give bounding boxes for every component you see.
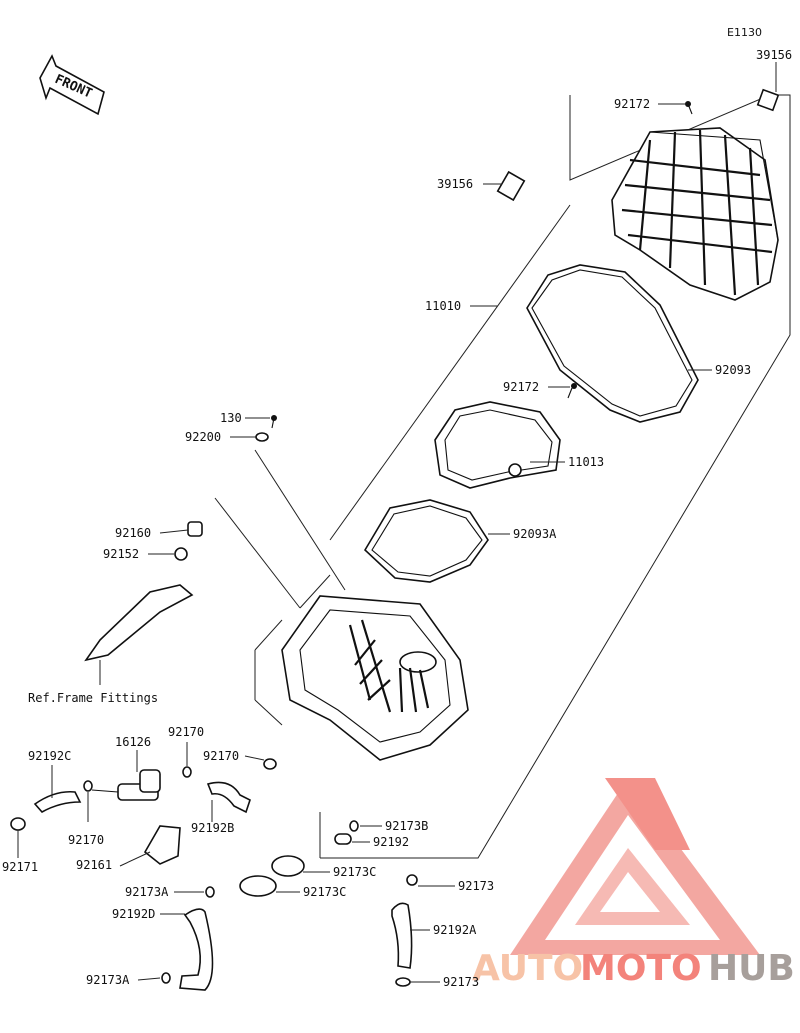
- gasket-92093: [526, 264, 699, 423]
- clamp-92173C-b: [239, 875, 277, 897]
- pad-39156-top: [756, 88, 780, 112]
- air-cleaner-cover: [611, 127, 779, 301]
- label-92093A: 92093A: [513, 527, 557, 541]
- label-39156-top: 39156: [756, 48, 792, 62]
- clamp-92173A-a: [205, 886, 215, 898]
- label-92173B: 92173B: [385, 819, 428, 833]
- label-92161: 92161: [76, 858, 112, 872]
- label-92192: 92192: [373, 835, 409, 849]
- label-92172-mid: 92172: [503, 380, 539, 394]
- watermark-hub: HUB: [708, 948, 795, 989]
- label-92192A: 92192A: [433, 923, 477, 937]
- frame-bracket: [84, 584, 194, 662]
- label-92173: 92173: [458, 879, 494, 893]
- hose-92192B: [206, 781, 251, 814]
- gasket-92093A: [363, 499, 489, 583]
- plug-92192: [334, 833, 352, 845]
- washer-92200: [255, 432, 269, 442]
- clamp-92173-b: [395, 977, 411, 987]
- ref-frame-note: Ref.Frame Fittings: [28, 691, 158, 705]
- hose-92192D: [179, 908, 214, 991]
- diagram-code: E1130: [727, 26, 762, 39]
- label-92152: 92152: [103, 547, 139, 561]
- label-92173-b: 92173: [443, 975, 479, 989]
- label-92170-c: 92170: [68, 833, 104, 847]
- assembly-boundary-lines: [214, 94, 791, 859]
- screw-92172-mid: [567, 383, 577, 399]
- label-92192B: 92192B: [191, 821, 234, 835]
- label-92171: 92171: [2, 860, 38, 874]
- label-92170-b: 92170: [168, 725, 204, 739]
- clamp-92173A-b: [161, 972, 171, 984]
- label-92173C-a: 92173C: [333, 865, 376, 879]
- clamp-92170-b: [182, 766, 192, 778]
- air-filter-element: [434, 401, 561, 489]
- screw-92172-top: [685, 101, 693, 115]
- label-11010: 11010: [425, 299, 461, 313]
- label-92172-top: 92172: [614, 97, 650, 111]
- label-39156-mid: 39156: [437, 177, 473, 191]
- label-130: 130: [220, 411, 242, 425]
- collar-92152: [174, 547, 188, 561]
- bracket-92161: [143, 825, 181, 865]
- part-labels: 39156 92172 39156 11010 92093 92172 1101…: [2, 48, 792, 989]
- clamp-92171: [10, 817, 26, 831]
- label-92200: 92200: [185, 430, 221, 444]
- label-11013: 11013: [568, 455, 604, 469]
- hose-92192C: [33, 790, 82, 814]
- label-92170-a: 92170: [203, 749, 239, 763]
- watermark-moto: MOTO: [580, 948, 702, 989]
- valve-16126: [91, 769, 161, 801]
- damper-92160: [187, 521, 203, 537]
- label-92160: 92160: [115, 526, 151, 540]
- label-92173A-b: 92173A: [86, 973, 130, 987]
- hose-92192A: [391, 902, 413, 969]
- air-cleaner-case: [281, 595, 469, 761]
- leader-lines: [17, 62, 777, 983]
- clamp-92170-c: [83, 780, 93, 792]
- watermark-auto: AUTO: [472, 948, 583, 989]
- front-arrow: FRONT: [39, 54, 105, 116]
- label-92192D: 92192D: [112, 907, 155, 921]
- label-92173C-b: 92173C: [303, 885, 346, 899]
- clamp-92173: [406, 874, 418, 886]
- label-16126: 16126: [115, 735, 151, 749]
- clamp-92170-a: [263, 758, 277, 770]
- automotohub-watermark: AUTO MOTO HUB: [472, 778, 795, 989]
- clamp-92173C-a: [271, 855, 305, 877]
- pad-39156-mid: [496, 170, 526, 202]
- clamp-92173B: [349, 820, 359, 832]
- watermark-logo-icon: [510, 778, 760, 955]
- label-92192C: 92192C: [28, 749, 71, 763]
- bolt-130: [271, 415, 277, 429]
- label-92093: 92093: [715, 363, 751, 377]
- label-92173A-a: 92173A: [125, 885, 169, 899]
